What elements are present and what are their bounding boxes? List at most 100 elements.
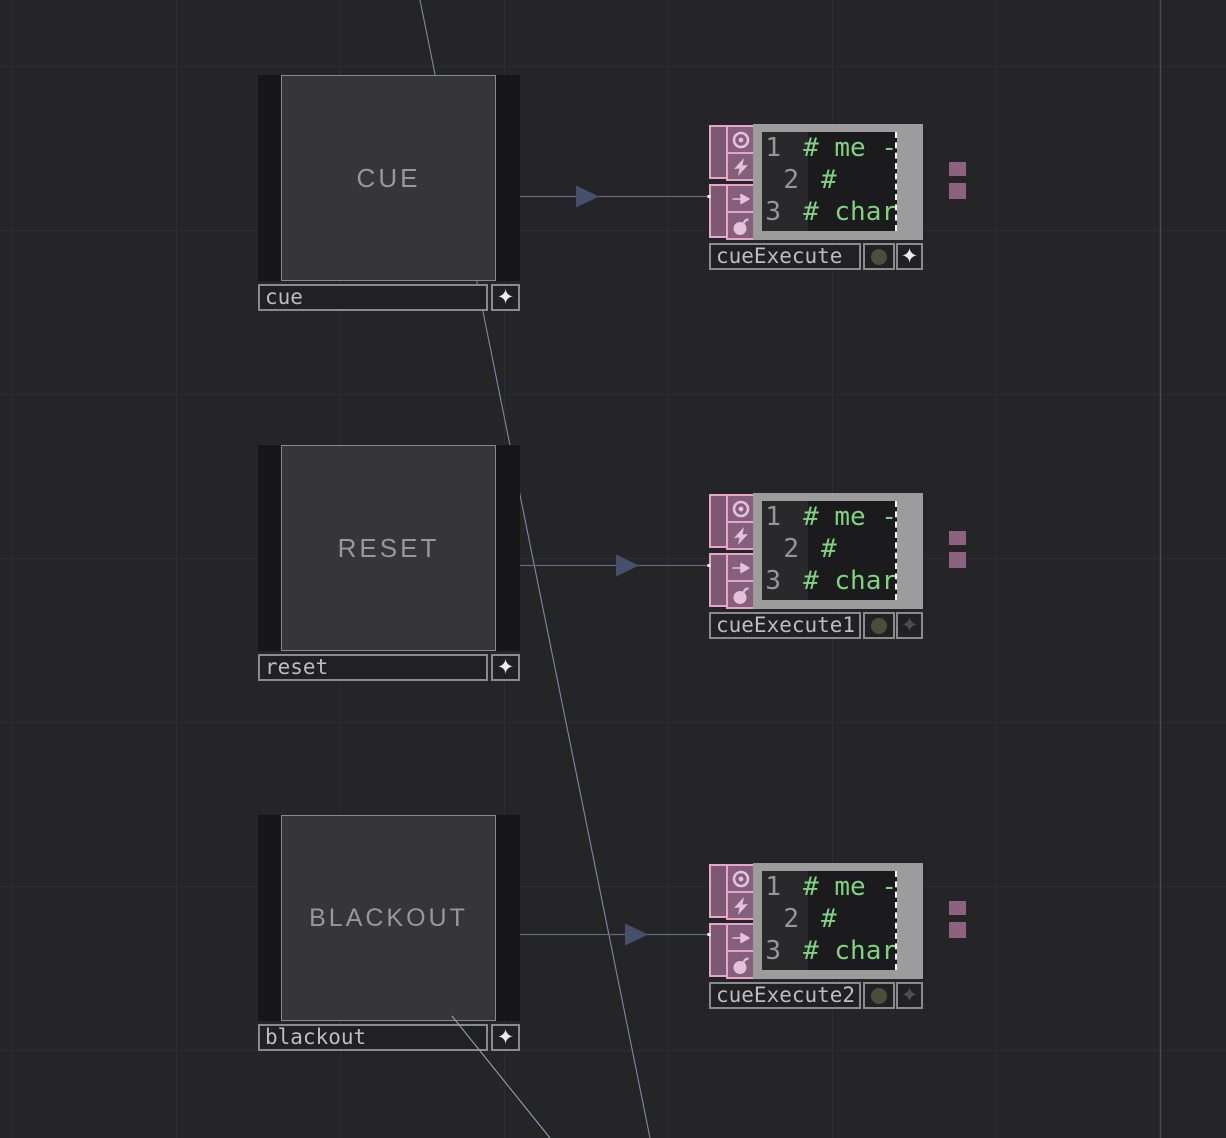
code-line: 1 # me - — [762, 871, 897, 903]
output-connector[interactable] — [949, 162, 966, 176]
node-name-field[interactable]: cue — [258, 284, 488, 311]
code-line: 2 # — [762, 164, 897, 196]
button-viewer[interactable]: BLACKOUT — [281, 815, 496, 1021]
bomb-flag-button[interactable] — [726, 211, 755, 240]
wire-arrow — [576, 185, 599, 208]
dat-body[interactable]: 1 # me - 2 # 3 # char — [753, 863, 966, 979]
bypass-flag-button[interactable] — [863, 243, 895, 270]
code-line: 3 # char — [762, 565, 897, 597]
bypass-flag-button[interactable] — [863, 612, 895, 639]
code-line: 1 # me - — [762, 501, 897, 533]
code-text: # char — [803, 197, 897, 227]
viewer-icon — [732, 131, 749, 148]
node-button-cue[interactable]: CUE cue ✦ — [258, 75, 520, 311]
button-label: CUE — [356, 162, 421, 193]
output-connector[interactable] — [949, 922, 966, 938]
button-label: RESET — [337, 532, 440, 563]
dat-code-viewer[interactable]: 1 # me - 2 # 3 # char — [762, 871, 897, 970]
star-icon: ✦ — [496, 285, 515, 309]
viewer-flag-button[interactable]: ✦ — [896, 612, 923, 639]
viewer-flag-button[interactable]: ✦ — [491, 284, 520, 311]
bomb-icon — [733, 586, 749, 604]
bomb-flag-button[interactable] — [726, 950, 755, 979]
code-text: # me - — [803, 872, 897, 902]
code-text: # char — [803, 936, 897, 966]
bypass-flag-button[interactable] — [863, 982, 895, 1009]
viewer-icon — [732, 870, 749, 887]
node-button-reset[interactable]: RESET reset ✦ — [258, 445, 520, 681]
viewer-flag-button[interactable]: ✦ — [491, 1024, 520, 1051]
node-dat-cueexecute[interactable]: 1 # me - 2 # 3 # char cueExecute — [709, 124, 966, 270]
arrow-icon — [731, 193, 750, 204]
dat-code-viewer[interactable]: 1 # me - 2 # 3 # char — [762, 501, 897, 600]
input-rail[interactable] — [258, 445, 281, 651]
viewer-flag-button[interactable]: ✦ — [896, 243, 923, 270]
line-number-gutter — [762, 132, 808, 231]
bomb-flag-button[interactable] — [726, 580, 755, 609]
output-connector[interactable] — [949, 531, 966, 545]
status-led — [871, 248, 887, 265]
output-connector[interactable] — [949, 552, 966, 568]
lightning-flag-button[interactable] — [726, 891, 755, 920]
dat-code-viewer[interactable]: 1 # me - 2 # 3 # char — [762, 132, 897, 231]
node-name-bar: cueExecute ✦ — [709, 243, 923, 270]
arrow-flag-button[interactable] — [726, 184, 755, 213]
lightning-icon — [733, 157, 748, 176]
arrow-flag-button[interactable] — [726, 553, 755, 582]
line-number: 2 — [783, 165, 799, 195]
code-text: # me - — [803, 502, 897, 532]
target-flag-button[interactable] — [726, 864, 755, 893]
output-connector[interactable] — [949, 901, 966, 915]
star-icon: ✦ — [496, 655, 515, 679]
code-line: 3 # char — [762, 935, 897, 967]
line-number: 2 — [783, 904, 799, 934]
output-rail[interactable] — [496, 75, 520, 281]
button-viewer[interactable]: CUE — [281, 75, 496, 281]
output-connector[interactable] — [949, 183, 966, 199]
target-flag-button[interactable] — [726, 125, 755, 154]
target-flag-button[interactable] — [726, 494, 755, 523]
wire-blackout-to-cueexecute2[interactable] — [520, 923, 709, 946]
viewer-flag-button[interactable]: ✦ — [491, 654, 520, 681]
node-button-blackout[interactable]: BLACKOUT blackout ✦ — [258, 815, 520, 1051]
node-dat-cueexecute1[interactable]: 1 # me - 2 # 3 # char cueExecute1 — [709, 493, 966, 639]
status-led — [871, 987, 887, 1004]
bomb-icon — [733, 956, 749, 974]
text-cursor-line — [895, 871, 897, 970]
node-name-bar: cueExecute2 ✦ — [709, 982, 923, 1009]
status-led — [871, 617, 887, 634]
code-text: # — [821, 534, 837, 564]
input-rail[interactable] — [258, 815, 281, 1021]
input-rail[interactable] — [258, 75, 281, 281]
node-name-field[interactable]: blackout — [258, 1024, 488, 1051]
viewer-flag-button[interactable]: ✦ — [896, 982, 923, 1009]
bomb-icon — [733, 217, 749, 235]
star-icon: ✦ — [900, 613, 919, 637]
wire-reset-to-cueexecute1[interactable] — [520, 554, 709, 577]
wire-cue-to-cueexecute[interactable] — [520, 185, 709, 208]
star-icon: ✦ — [900, 983, 919, 1007]
node-name-field[interactable]: cueExecute2 — [709, 982, 861, 1009]
node-name-field[interactable]: cueExecute1 — [709, 612, 861, 639]
line-number: 1 — [765, 133, 782, 163]
arrow-flag-button[interactable] — [726, 923, 755, 952]
output-rail[interactable] — [496, 445, 520, 651]
text-cursor-line — [895, 132, 897, 231]
lightning-icon — [733, 896, 748, 915]
star-icon: ✦ — [496, 1025, 515, 1049]
lightning-flag-button[interactable] — [726, 152, 755, 181]
node-dat-cueexecute2[interactable]: 1 # me - 2 # 3 # char cueExecute2 — [709, 863, 966, 1009]
dat-body[interactable]: 1 # me - 2 # 3 # char — [753, 493, 966, 609]
line-number-gutter — [762, 501, 808, 600]
node-name-field[interactable]: cueExecute — [709, 243, 861, 270]
button-viewer[interactable]: RESET — [281, 445, 496, 651]
output-rail[interactable] — [496, 815, 520, 1021]
lightning-flag-button[interactable] — [726, 521, 755, 550]
line-number: 3 — [765, 566, 782, 596]
code-line: 2 # — [762, 533, 897, 565]
dat-body[interactable]: 1 # me - 2 # 3 # char — [753, 124, 966, 240]
line-number: 1 — [765, 502, 782, 532]
button-label: BLACKOUT — [309, 903, 468, 932]
node-name-field[interactable]: reset — [258, 654, 488, 681]
